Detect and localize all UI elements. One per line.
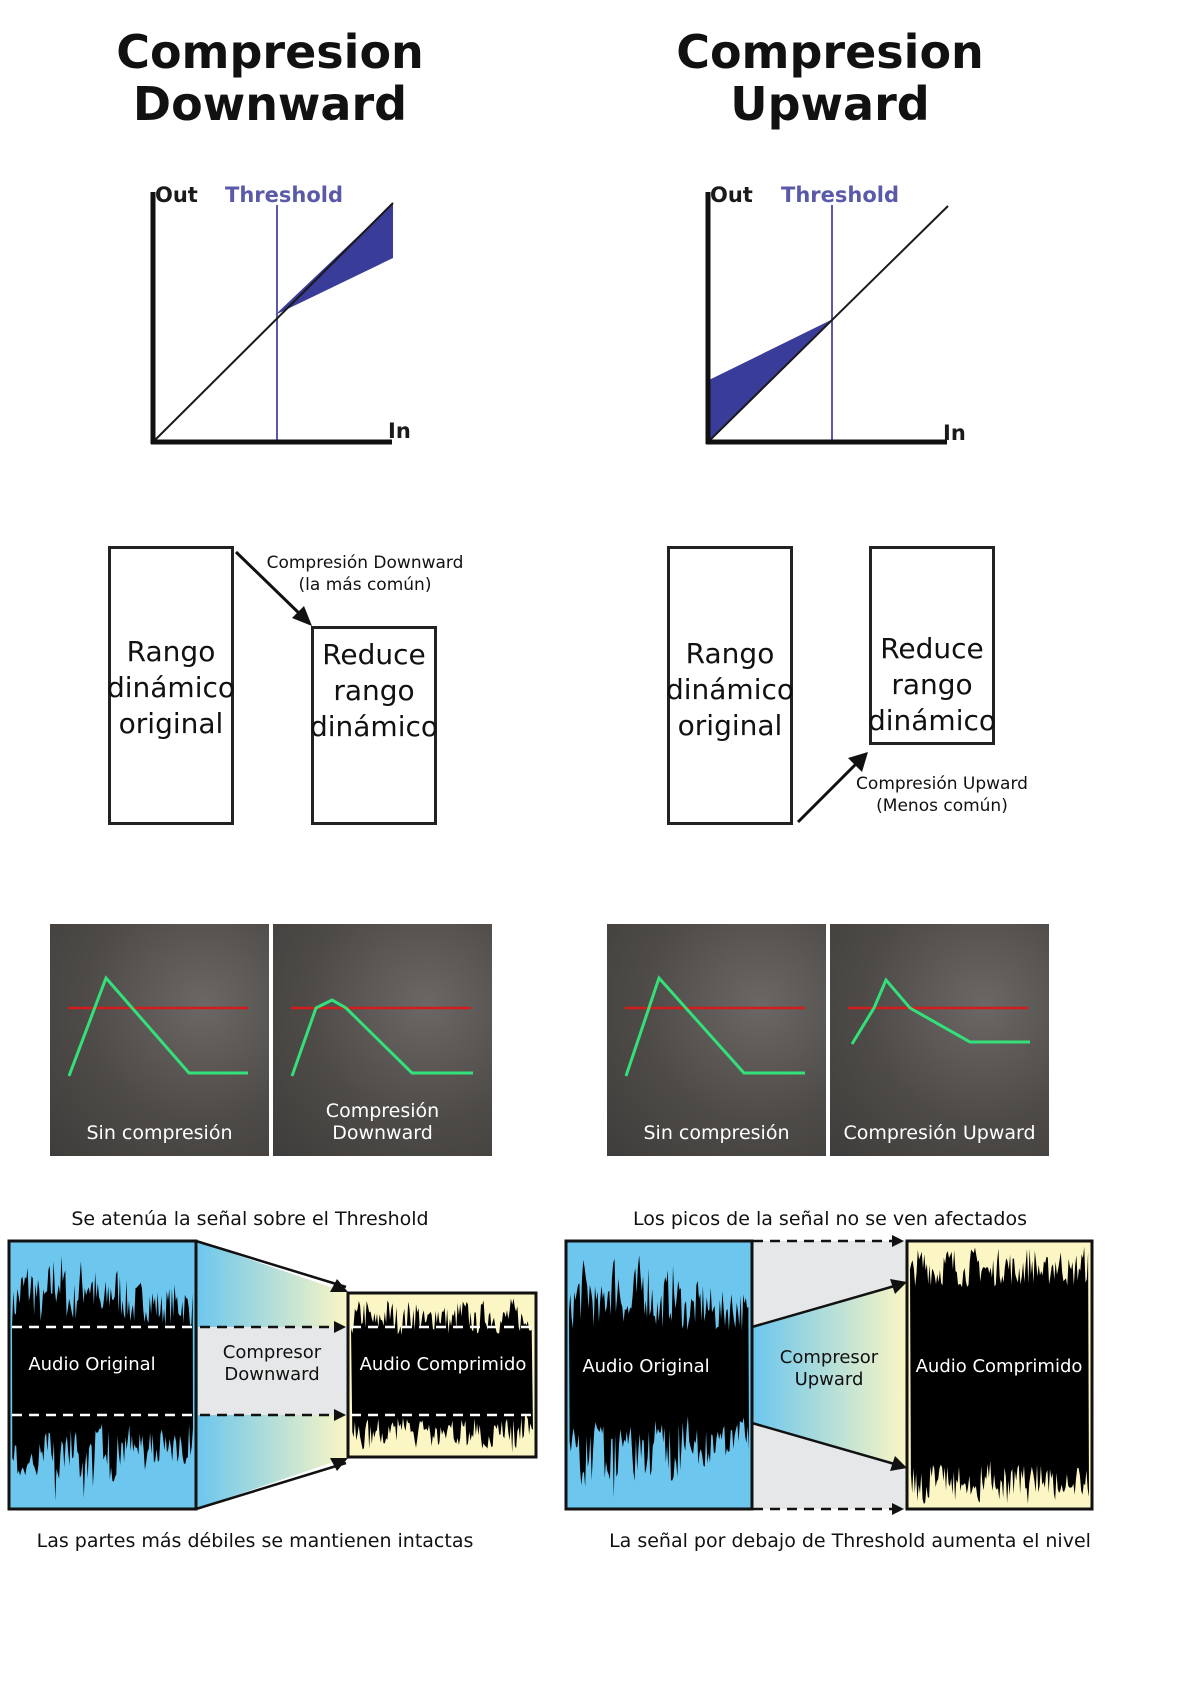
panel-caption: Sin compresión <box>86 1122 233 1144</box>
signal-green-line <box>67 975 248 1077</box>
downward-reduced-range-box: Reduce rango dinámico <box>310 626 438 825</box>
panel-downward-uncompressed: Sin compresión <box>50 924 269 1156</box>
waveform-shape <box>910 1246 1089 1504</box>
downward-arrow-caption: Compresión Downward (la más común) <box>266 553 464 595</box>
downward-bottom-sentence: Las partes más débiles se mantienen inta… <box>36 1530 474 1552</box>
upward-arrow <box>796 752 868 824</box>
upward-original-range-box: Rango dinámico original <box>666 546 794 825</box>
downward-in-label: In <box>388 419 411 443</box>
downward-original-range-text: Rango dinámico original <box>106 635 236 740</box>
downward-threshold-label: Threshold <box>225 183 343 207</box>
upward-waveform-diagram: Audio Original Compresor Upward Audio Co… <box>564 1235 1094 1515</box>
downward-out-label: Out <box>155 183 198 207</box>
upward-unity-line <box>707 205 949 443</box>
upward-bottom-sentence: La señal por debajo de Threshold aumenta… <box>609 1530 1091 1552</box>
signal-green-line <box>624 975 805 1077</box>
downward-compressor-label-1: Compresor <box>223 1342 322 1363</box>
downward-compressor-label-bg <box>198 1327 348 1415</box>
upward-compressor-label-2: Upward <box>795 1369 864 1390</box>
upward-compressed-audio-label: Audio Comprimido <box>916 1356 1083 1377</box>
downward-waveform-diagram: Audio Original Compresor Downward Audio … <box>7 1239 538 1511</box>
downward-unity-line <box>152 202 394 443</box>
downward-top-sentence: Se atenúa la señal sobre el Threshold <box>71 1208 429 1230</box>
panel-caption: Compresión Downward <box>325 1100 440 1144</box>
downward-reduced-range-text: Reduce rango dinámico <box>309 638 439 743</box>
upward-in-label: In <box>943 421 966 445</box>
upward-reduced-range-text: Reduce rango dinámico <box>867 632 997 737</box>
title-downward: Compresion Downward <box>10 26 530 130</box>
upward-reduced-range-box: Reduce rango dinámico <box>868 546 996 745</box>
panel-caption: Compresión Upward <box>843 1122 1036 1144</box>
signal-green-line <box>850 977 1030 1045</box>
panel-caption: Sin compresión <box>643 1122 790 1144</box>
upward-threshold-label: Threshold <box>781 183 899 207</box>
downward-compressed-audio-label: Audio Comprimido <box>360 1354 527 1375</box>
waveform-shape <box>12 1255 193 1502</box>
title-upward-line1: Compresion <box>676 25 984 79</box>
upward-compressor-funnel <box>752 1282 907 1468</box>
panel-downward-compressed: Compresión Downward <box>273 924 492 1156</box>
upward-transfer-graph: Out Threshold In <box>705 183 966 445</box>
downward-arrow <box>234 550 312 626</box>
upward-top-sentence: Los picos de la señal no se ven afectado… <box>633 1208 1027 1230</box>
downward-compressor-label-2: Downward <box>224 1364 319 1385</box>
upward-out-label: Out <box>710 183 753 207</box>
upward-compressor-label-1: Compresor <box>780 1347 879 1368</box>
upward-arrow-caption: Compresión Upward (Menos común) <box>856 774 1028 816</box>
title-upward-line2: Upward <box>730 77 930 131</box>
upward-original-range-text: Rango dinámico original <box>665 637 795 742</box>
downward-original-range-box: Rango dinámico original <box>107 546 235 825</box>
downward-transfer-graph: Out Threshold In <box>150 183 411 445</box>
signal-green-line <box>290 998 473 1077</box>
panel-upward-compressed: Compresión Upward <box>830 924 1049 1156</box>
upward-original-audio-label: Audio Original <box>582 1356 709 1377</box>
title-downward-line1: Compresion <box>116 25 424 79</box>
waveform-shape <box>569 1255 749 1499</box>
panel-upward-uncompressed: Sin compresión <box>607 924 826 1156</box>
title-downward-line2: Downward <box>132 77 408 131</box>
downward-original-audio-label: Audio Original <box>28 1354 155 1375</box>
title-upward: Compresion Upward <box>570 26 1090 130</box>
